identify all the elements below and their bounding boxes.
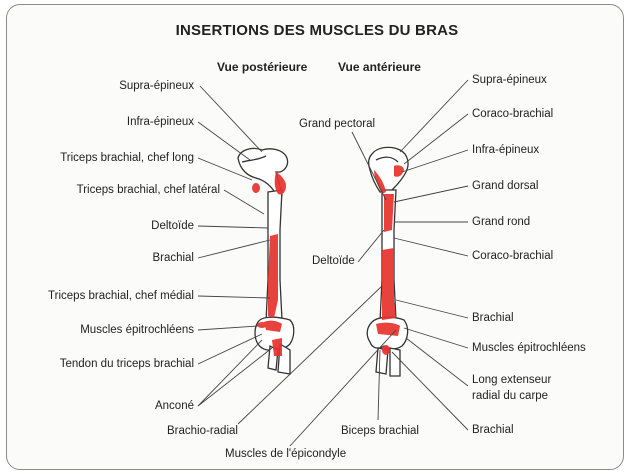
label-muscles-epicondyle: Muscles de l'épicondyle — [225, 447, 346, 462]
label-coraco-brachial-upper: Coraco-brachial — [472, 107, 553, 122]
label-triceps-chef-long: Triceps brachial, chef long — [60, 151, 194, 166]
label-muscles-epitrochleens-anterior: Muscles épitrochléens — [472, 341, 586, 356]
left-leader-lines — [198, 86, 396, 446]
label-brachial-anterior-upper: Brachial — [472, 311, 514, 326]
label-deltoide-anterior: Deltoïde — [312, 254, 355, 269]
label-deltoide-posterior: Deltoïde — [151, 219, 194, 234]
label-supra-epineux-posterior: Supra-épineux — [119, 79, 194, 94]
label-infra-epineux-posterior: Infra-épineux — [127, 115, 194, 130]
label-biceps-brachial: Biceps brachial — [341, 424, 419, 439]
label-brachio-radial: Brachio-radial — [167, 424, 238, 439]
label-triceps-chef-lateral: Triceps brachial, chef latéral — [77, 183, 220, 198]
label-supra-epineux-anterior: Supra-épineux — [472, 73, 547, 88]
posterior-humerus — [238, 148, 294, 374]
right-leader-lines — [352, 80, 468, 430]
label-grand-rond: Grand rond — [472, 215, 530, 230]
label-tendon-triceps: Tendon du triceps brachial — [60, 357, 194, 372]
label-ancone: Anconé — [155, 399, 194, 414]
label-radial-du-carpe: radial du carpe — [472, 389, 548, 404]
label-grand-pectoral: Grand pectoral — [299, 117, 375, 132]
label-brachial-posterior: Brachial — [152, 251, 194, 266]
label-infra-epineux-anterior: Infra-épineux — [472, 143, 539, 158]
label-coraco-brachial-lower: Coraco-brachial — [472, 249, 553, 264]
label-muscles-epitrochleens-posterior: Muscles épitrochléens — [80, 323, 194, 338]
label-grand-dorsal: Grand dorsal — [472, 179, 538, 194]
label-long-extenseur: Long extenseur — [472, 373, 551, 388]
label-triceps-chef-medial: Triceps brachial, chef médial — [48, 289, 194, 304]
label-brachial-anterior-lower: Brachial — [472, 423, 514, 438]
